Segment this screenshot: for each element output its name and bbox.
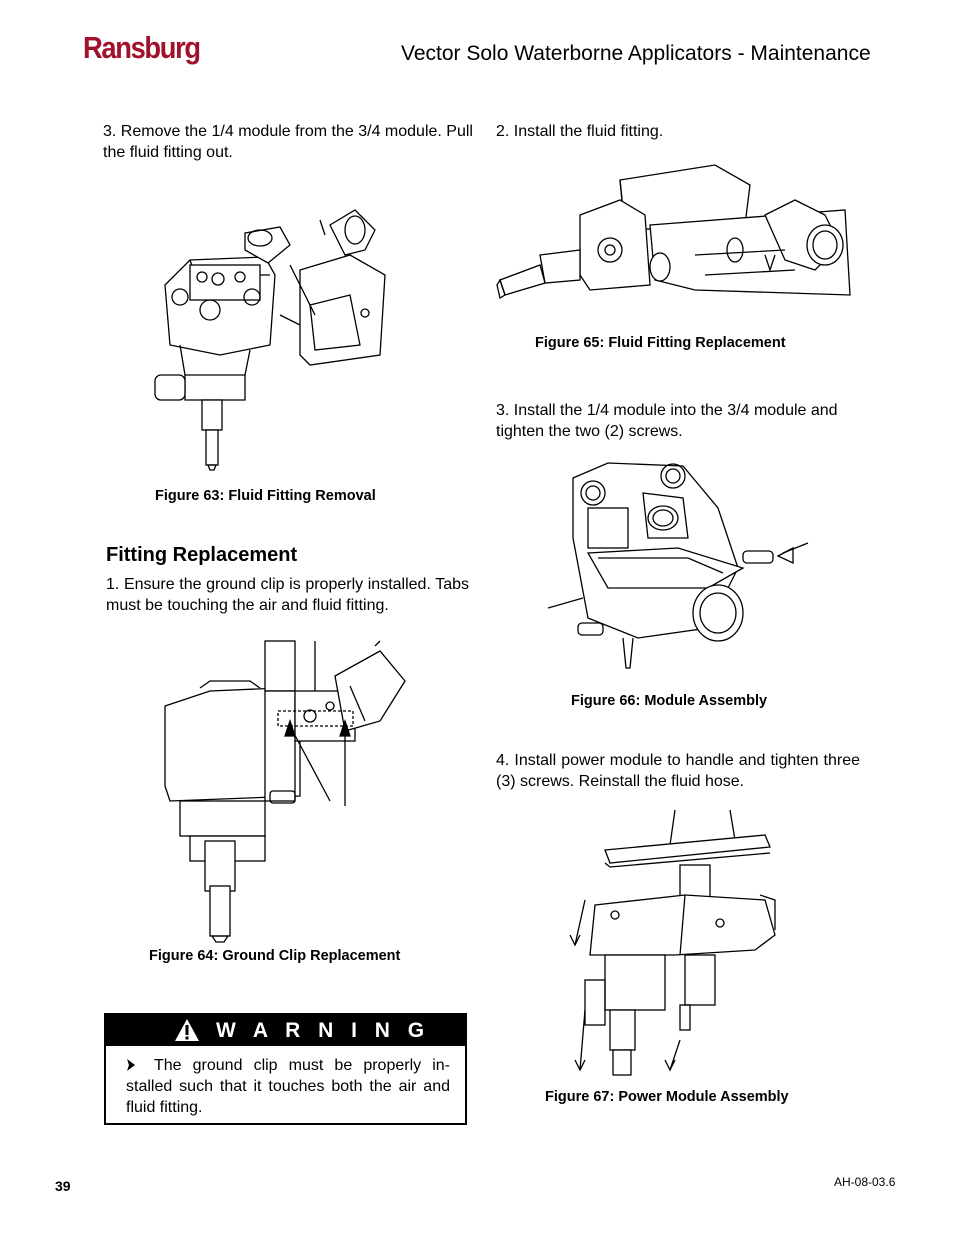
page-number: 39 bbox=[55, 1178, 71, 1194]
step-3-install-module-text: 3. Install the 1/4 module into the 3/4 m… bbox=[496, 402, 838, 440]
warning-triangle-icon bbox=[175, 1019, 199, 1041]
figure-63-caption: Figure 63: Fluid Fitting Removal bbox=[155, 488, 376, 504]
step-2-install-text: 2. Install the fluid fitting. bbox=[496, 123, 664, 140]
document-title: Vector Solo Waterborne Applicators - Mai… bbox=[401, 42, 871, 65]
warning-text-content: The ground clip must be properly in-stal… bbox=[126, 1057, 450, 1116]
figure-67-caption: Figure 67: Power Module Assembly bbox=[545, 1089, 789, 1105]
figure-63-image bbox=[150, 205, 410, 475]
warning-title: W A R N I N G bbox=[216, 1019, 431, 1042]
step-3-remove-text: 3. Remove the 1/4 module from the 3/4 mo… bbox=[103, 123, 473, 161]
figure-65-caption: Figure 65: Fluid Fitting Replacement bbox=[535, 335, 786, 351]
figure-66-image bbox=[548, 458, 813, 688]
arrowhead-bullet-icon bbox=[127, 1059, 135, 1071]
figure-64-caption: Figure 64: Ground Clip Replacement bbox=[149, 948, 401, 964]
step-4-power-module-text: 4. Install power module to handle and ti… bbox=[496, 752, 860, 790]
warning-header: W A R N I N G bbox=[106, 1015, 465, 1046]
warning-box: W A R N I N G The ground clip must be pr… bbox=[104, 1013, 467, 1125]
section-heading: Fitting Replacement bbox=[106, 544, 298, 566]
brand-logo: Ransburg bbox=[83, 30, 201, 65]
document-code: AH-08-03.6 bbox=[834, 1175, 896, 1189]
warning-text: The ground clip must be properly in-stal… bbox=[126, 1055, 450, 1118]
figure-66-caption: Figure 66: Module Assembly bbox=[571, 693, 768, 709]
figure-64-image bbox=[150, 636, 415, 946]
step-1-ground-clip-text: 1. Ensure the ground clip is properly in… bbox=[106, 576, 469, 614]
figure-67-image bbox=[565, 805, 785, 1080]
figure-65-image bbox=[495, 155, 855, 305]
